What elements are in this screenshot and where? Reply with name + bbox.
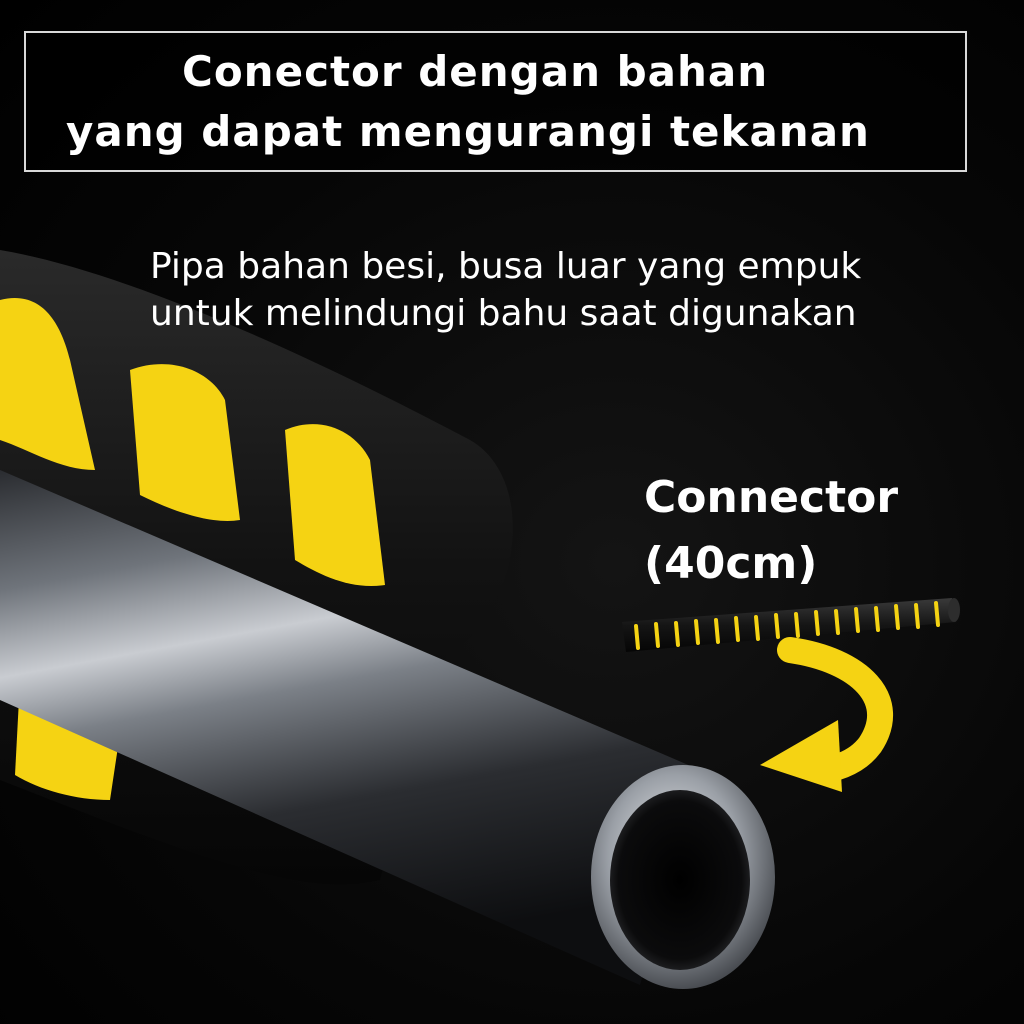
title-box — [24, 31, 967, 172]
connector-size-label: (40cm) — [644, 538, 818, 589]
description-line-1: Pipa bahan besi, busa luar yang empuk — [150, 246, 862, 287]
steel-pipe — [0, 470, 775, 989]
headline-line-2: yang dapat mengurangi tekanan — [66, 107, 870, 156]
description-line-2: untuk melindungi bahu saat digunakan — [150, 293, 857, 334]
connector-tube — [622, 598, 960, 652]
curved-arrow-icon — [760, 637, 894, 792]
headline-line-1: Conector dengan bahan — [182, 47, 769, 96]
connector-label: Connector — [644, 472, 899, 523]
